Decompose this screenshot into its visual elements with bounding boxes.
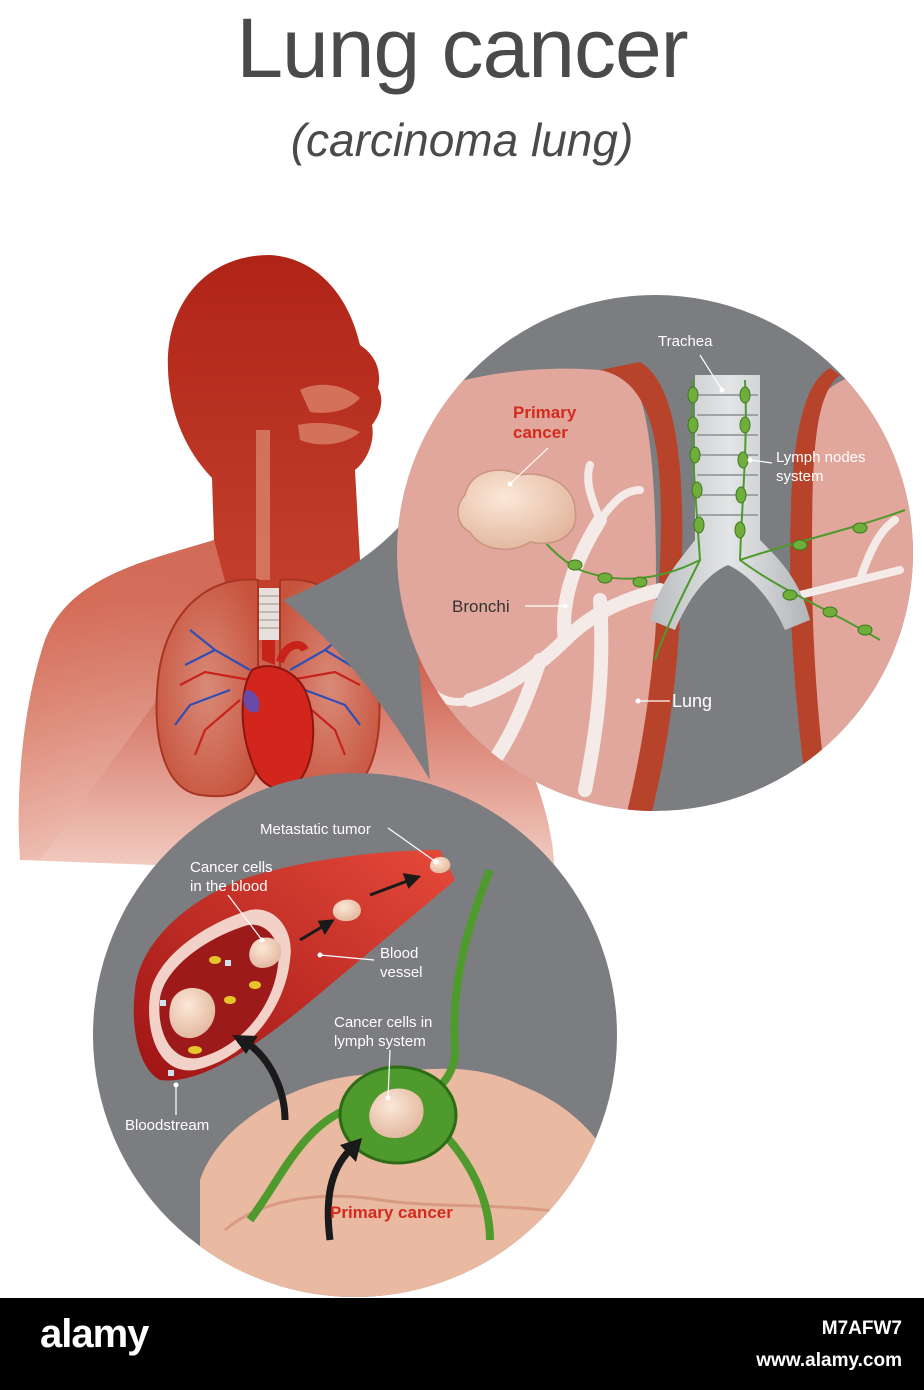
label-cells-blood-1: Cancer cells [190,859,273,876]
label-primary-cancer-2: cancer [513,423,568,442]
label-blood-vessel-1: Blood [380,945,418,962]
label-bloodstream: Bloodstream [125,1117,209,1134]
label-cells-lymph-2: lymph system [334,1033,426,1050]
label-trachea: Trachea [658,333,713,350]
label-lymph-nodes-2: system [776,468,824,485]
label-cells-lymph-1: Cancer cells in [334,1014,432,1031]
leader-lines [175,354,773,1115]
lung-detail-panel [283,295,913,811]
lung-cancer-illustration: Trachea Primary cancer Lymph nodes syste… [18,255,913,1297]
label-metastatic-tumor: Metastatic tumor [260,821,371,838]
label-cells-blood-2: in the blood [190,878,268,895]
image-id: M7AFW7 [821,1318,902,1339]
stock-footer: alamy M7AFW7 www.alamy.com [0,1298,924,1390]
label-lymph-nodes-1: Lymph nodes [776,449,866,466]
brand-logo: alamy [40,1312,149,1356]
label-primary-cancer-bottom: Primary cancer [330,1203,453,1222]
page-title: Lung cancer [236,1,688,95]
label-bronchi: Bronchi [452,597,510,616]
site-url[interactable]: www.alamy.com [756,1350,902,1371]
page-subtitle: (carcinoma lung) [290,114,634,166]
label-primary-cancer-1: Primary [513,403,577,422]
label-blood-vessel-2: vessel [380,964,423,981]
spread-detail-panel [93,773,617,1297]
label-lung: Lung [672,691,712,711]
